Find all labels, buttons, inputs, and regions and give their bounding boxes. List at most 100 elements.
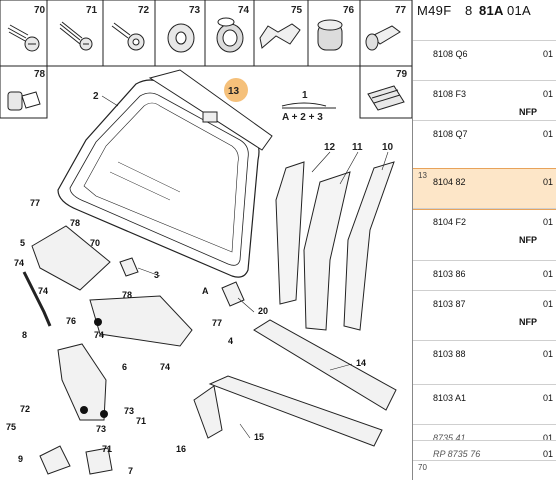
nfp-flag: NFP bbox=[519, 235, 537, 245]
part-quantity: 01 bbox=[543, 299, 554, 309]
screw-icon bbox=[111, 22, 145, 51]
part-row[interactable]: 70 bbox=[413, 460, 556, 481]
label-14: 14 bbox=[356, 358, 366, 368]
trim-15 bbox=[208, 375, 383, 447]
svg-text:A + 2 + 3: A + 2 + 3 bbox=[282, 112, 323, 123]
pillar-11 bbox=[303, 171, 351, 331]
label-73: 73 bbox=[189, 5, 201, 16]
label-4: 4 bbox=[228, 336, 233, 346]
subgroup-code: 81A bbox=[479, 3, 504, 18]
fixing-dot bbox=[100, 410, 108, 418]
nfp-flag: NFP bbox=[519, 317, 537, 327]
label-6: 6 bbox=[122, 362, 127, 372]
model-code: M49F bbox=[417, 3, 452, 18]
part-quantity: 01 bbox=[543, 49, 554, 59]
label-5: 5 bbox=[20, 238, 25, 248]
clip-78-icon bbox=[7, 91, 41, 111]
rubber-bung-icon bbox=[317, 19, 343, 51]
part-quantity: 01 bbox=[543, 269, 554, 279]
label-75: 75 bbox=[6, 422, 16, 432]
part-row[interactable]: 13 8104 82 01 bbox=[413, 168, 556, 210]
highlight-callout bbox=[224, 78, 248, 102]
part-reference: 8735 41 bbox=[433, 433, 466, 443]
label-74: 74 bbox=[14, 258, 24, 268]
label-74: 74 bbox=[94, 330, 104, 340]
row-index: 70 bbox=[418, 463, 427, 472]
label-70: 70 bbox=[90, 238, 100, 248]
seal-8 bbox=[22, 271, 52, 327]
group-code: 8 bbox=[465, 3, 473, 18]
label-77: 77 bbox=[30, 198, 40, 208]
part-row[interactable]: 8103 86 01 bbox=[413, 260, 556, 291]
clip-79-icon bbox=[367, 85, 405, 111]
row-index: 13 bbox=[418, 171, 427, 180]
fastener-strip bbox=[0, 0, 412, 67]
part-row[interactable]: 8108 Q6 01 bbox=[413, 40, 556, 81]
cowl-panel-5 bbox=[31, 225, 111, 291]
bracket-6 bbox=[57, 343, 107, 421]
label-79: 79 bbox=[396, 69, 408, 80]
clip-icon bbox=[259, 23, 301, 49]
part-row[interactable]: 8735 41 01 bbox=[413, 424, 556, 443]
label-72: 72 bbox=[20, 404, 30, 414]
bracket-16 bbox=[193, 385, 223, 439]
label-70: 70 bbox=[34, 5, 46, 16]
label-71: 71 bbox=[102, 444, 112, 454]
part-reference: 8108 Q6 bbox=[433, 49, 468, 59]
push-rivet-icon bbox=[365, 25, 401, 51]
label-73: 73 bbox=[124, 406, 134, 416]
label-12: 12 bbox=[324, 142, 336, 153]
nozzle-3 bbox=[119, 257, 139, 277]
part-reference: 8103 A1 bbox=[433, 393, 467, 403]
label-78: 78 bbox=[70, 218, 80, 228]
part-reference: 8103 87 bbox=[433, 299, 466, 309]
catalogue-header: M49F 8 81A 01A bbox=[413, 0, 556, 22]
screw-icon bbox=[59, 21, 93, 51]
part-reference: 8103 88 bbox=[433, 349, 466, 359]
leader-lines bbox=[101, 95, 389, 439]
label-8: 8 bbox=[22, 330, 27, 340]
part-quantity: 01 bbox=[543, 217, 554, 227]
part-reference: 8103 86 bbox=[433, 269, 466, 279]
svg-text:1: 1 bbox=[302, 90, 308, 101]
label-78: 78 bbox=[34, 69, 46, 80]
subgroup-suffix: 01A bbox=[507, 3, 532, 18]
part-reference: 8104 F2 bbox=[433, 217, 467, 227]
part-quantity: 01 bbox=[543, 393, 554, 403]
label-73: 73 bbox=[96, 424, 106, 434]
windscreen bbox=[57, 79, 260, 278]
part-quantity: 01 bbox=[543, 433, 554, 443]
part-quantity: 01 bbox=[543, 449, 554, 459]
label-78: 78 bbox=[122, 290, 132, 300]
label-74: 74 bbox=[38, 286, 48, 296]
label-76: 76 bbox=[66, 316, 76, 326]
part-quantity: 01 bbox=[543, 129, 554, 139]
label-74: 74 bbox=[160, 362, 170, 372]
part-reference: 8108 F3 bbox=[433, 89, 467, 99]
washer-icon bbox=[167, 23, 195, 53]
label-71: 71 bbox=[86, 5, 98, 16]
cowl-panel-4 bbox=[89, 295, 193, 347]
part-quantity: 01 bbox=[543, 177, 554, 187]
label-2: 2 bbox=[93, 91, 99, 102]
part-reference: 8108 Q7 bbox=[433, 129, 468, 139]
pillar-12 bbox=[275, 161, 305, 305]
roof-panel-13 bbox=[148, 69, 273, 151]
label-16: 16 bbox=[176, 444, 186, 454]
part-row[interactable]: 8108 Q7 01 bbox=[413, 120, 556, 169]
fixing-dot bbox=[94, 318, 102, 326]
label-15: 15 bbox=[254, 432, 264, 442]
part-reference: 8104 82 bbox=[433, 177, 466, 187]
label-20: 20 bbox=[258, 306, 268, 316]
label-7: 7 bbox=[128, 466, 133, 476]
part-row[interactable]: 8103 A1 01 bbox=[413, 384, 556, 425]
label-10: 10 bbox=[382, 142, 394, 153]
label-74: 74 bbox=[238, 5, 250, 16]
hose-9 bbox=[39, 445, 71, 475]
